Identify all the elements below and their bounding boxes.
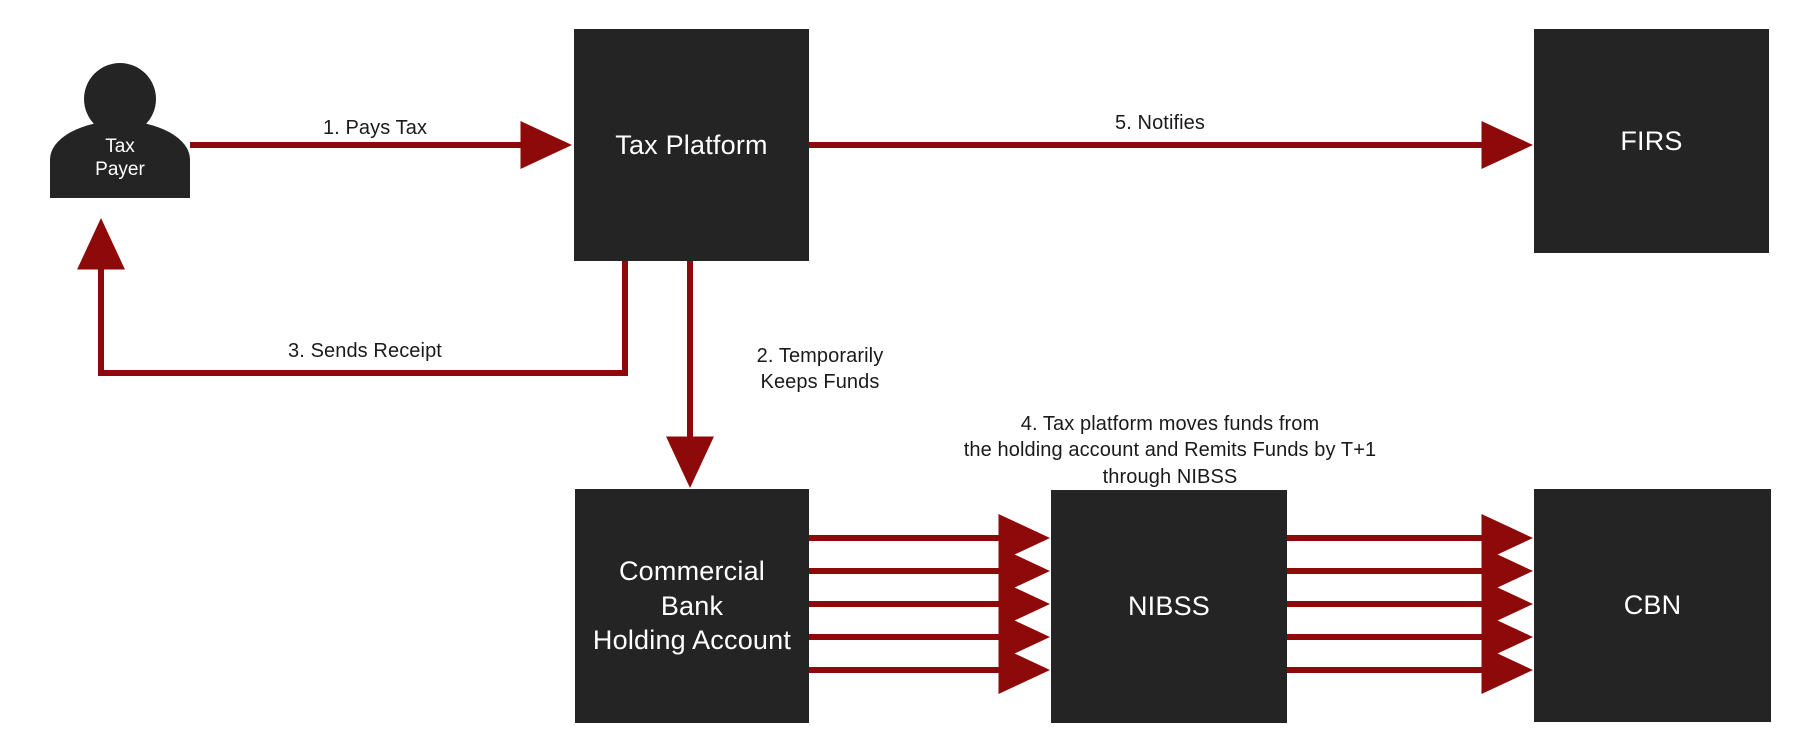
node-cbn[interactable]: CBN (1534, 489, 1771, 722)
node-tax-platform-label: Tax Platform (615, 129, 768, 160)
edge-label-3-sends-receipt: 3. Sends Receipt (288, 340, 442, 362)
node-firs[interactable]: FIRS (1534, 29, 1769, 253)
node-commercial-bank-holding-account[interactable]: Commercial Bank Holding Account (575, 489, 809, 723)
person-body-icon (50, 121, 190, 198)
node-nibss-label: NIBSS (1127, 591, 1211, 622)
node-tax-payer[interactable]: Tax Payer (50, 63, 190, 198)
node-cbn-label: CBN (1623, 590, 1682, 621)
node-tax-platform[interactable]: Tax Platform (574, 29, 809, 261)
node-firs-label: FIRS (1620, 125, 1683, 156)
node-commercial-bank-label: Commercial Bank Holding Account (592, 556, 792, 656)
edge-label-5-notifies: 5. Notifies (1114, 112, 1206, 134)
node-tax-payer-label: Tax Payer (95, 136, 145, 181)
edge-label-1-pays-tax: 1. Pays Tax (322, 117, 428, 139)
edge-label-4-remits-funds: 4. Tax platform moves funds from the hol… (963, 413, 1377, 488)
edge-label-2-temporarily-keeps-funds: 2. Temporarily Keeps Funds (756, 345, 884, 394)
node-nibss[interactable]: NIBSS (1051, 490, 1287, 723)
